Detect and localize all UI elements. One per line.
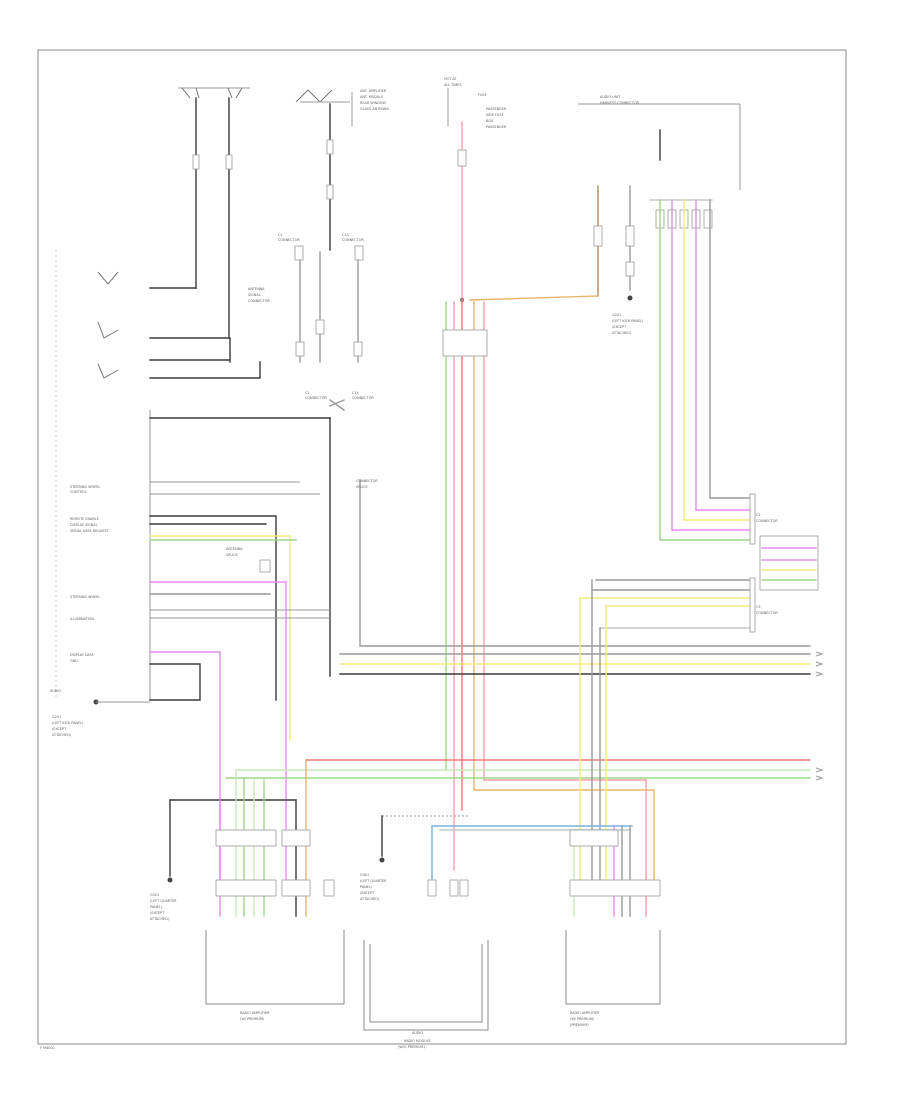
svg-text:AUDIO: AUDIO [412,1031,423,1035]
svg-text:HARNESS CONNECTOR: HARNESS CONNECTOR [600,101,640,105]
svg-text:G301: G301 [150,893,159,897]
svg-text:C14: C14 [352,391,359,395]
svg-text:RADIO AMPLIFIER: RADIO AMPLIFIER [570,1011,600,1015]
svg-text:(LEFT QUARTER: (LEFT QUARTER [360,879,387,883]
svg-text:ANT. AMPLIFIER: ANT. AMPLIFIER [360,89,387,93]
antenna-splitter: ANT. AMPLIFIER ANT. MODULE REAR WINDOW G… [295,89,389,251]
svg-text:(EXCEPT: (EXCEPT [52,727,67,731]
svg-text:C13: C13 [342,233,349,237]
svg-text:HOT AT: HOT AT [444,77,457,81]
svg-text:REAR WINDOW: REAR WINDOW [360,101,386,105]
svg-text:PASSENGER: PASSENGER [486,125,507,129]
svg-text:SPLICE: SPLICE [356,485,368,489]
svg-text:CONNECTOR: CONNECTOR [756,519,778,523]
inline-connectors-middle: C1 CONNECTOR C13 CONNECTOR ANTENNA SIGNA… [149,233,374,400]
svg-text:ATTACHED): ATTACHED) [150,917,170,921]
svg-text:PASSENGER: PASSENGER [486,107,507,111]
svg-text:ALL TIMES: ALL TIMES [444,83,461,87]
fuse-block: HOT AT ALL TIMES FUSE PASSENGER SIDE FUS… [444,77,507,301]
svg-text:CONNECTOR: CONNECTOR [305,396,327,400]
audio-unit-block: STEERING WHEEL CONTROL REMOTE ENABLE DIS… [50,399,811,881]
antenna-group-top-left [97,87,250,379]
svg-text:DISPLAY DATA: DISPLAY DATA [70,653,94,657]
svg-text:CONNECTOR: CONNECTOR [756,611,778,615]
svg-text:RADIO AMPLIFIER: RADIO AMPLIFIER [240,1011,270,1015]
left-amplifier: G301 (LEFT QUARTER PANEL) (EXCEPT ATTACH… [150,759,345,1021]
svg-text:C3: C3 [756,605,761,609]
svg-text:CONTROL: CONTROL [70,490,87,494]
right-amplifier: RADIO AMPLIFIER (W/ PREMIUM) (PREMIUM) [565,779,661,1027]
svg-text:ATTACHED): ATTACHED) [360,897,380,901]
svg-text:ILLUMINATION: ILLUMINATION [70,617,94,621]
svg-text:G201: G201 [612,313,621,317]
svg-text:(LEFT KICK PANEL): (LEFT KICK PANEL) [52,721,84,725]
ground-point-top-right: G201 (LEFT KICK PANEL) (EXCEPT ATTACHED) [593,185,644,335]
svg-text:CONNECTOR: CONNECTOR [248,299,270,303]
svg-text:RADIO MODULE: RADIO MODULE [404,1039,431,1043]
svg-text:C1: C1 [305,391,310,395]
audio-connector-top-right: AUDIO UNIT HARNESS CONNECTOR C1 CONNECTO… [578,95,778,545]
svg-text:SPLICE: SPLICE [226,553,238,557]
right-edge-terminals [815,651,824,781]
svg-text:(LEFT QUARTER: (LEFT QUARTER [150,899,177,903]
svg-text:C1: C1 [278,233,283,237]
sheet-reference: F M4000 [40,1046,55,1050]
svg-text:CONNECTOR: CONNECTOR [356,479,378,483]
svg-text:C1: C1 [756,513,761,517]
svg-text:GLASS ANTENNA: GLASS ANTENNA [360,107,389,111]
svg-text:(LEFT KICK PANEL): (LEFT KICK PANEL) [612,319,644,323]
svg-text:CONNECTOR: CONNECTOR [278,238,300,242]
power-splice [442,295,599,871]
svg-text:SERIAL DATA REQUEST: SERIAL DATA REQUEST [70,529,110,533]
svg-text:CONNECTOR: CONNECTOR [342,238,364,242]
svg-text:SIGNAL: SIGNAL [248,293,261,297]
svg-text:(EXCEPT: (EXCEPT [612,325,627,329]
svg-text:STEERING WHEEL: STEERING WHEEL [70,485,100,489]
svg-text:ANT. MODULE: ANT. MODULE [360,95,383,99]
svg-text:STEERING WHEEL: STEERING WHEEL [70,595,100,599]
svg-text:G201: G201 [52,715,61,719]
svg-text:(EXCEPT: (EXCEPT [150,911,165,915]
svg-text:ANTENNA: ANTENNA [226,547,243,551]
svg-text:FUSE: FUSE [478,93,487,97]
svg-text:AUDIO UNIT: AUDIO UNIT [600,95,621,99]
svg-text:CONNECTOR: CONNECTOR [352,396,374,400]
svg-text:PANEL): PANEL) [150,905,163,909]
svg-text:(W/ PREMIUM): (W/ PREMIUM) [570,1017,595,1021]
svg-text:(EXCEPT: (EXCEPT [360,891,375,895]
svg-text:(W/ PREMIUM): (W/ PREMIUM) [240,1017,265,1021]
svg-text:SIDE FUSE: SIDE FUSE [486,113,504,117]
svg-text:PANEL): PANEL) [360,885,373,889]
diagram-border [37,49,847,1045]
svg-text:G301: G301 [360,873,369,877]
svg-text:ATTACHED): ATTACHED) [52,733,72,737]
svg-text:ANTENNA: ANTENNA [248,287,265,291]
svg-text:ATTACHED): ATTACHED) [612,331,632,335]
svg-text:DISPLAY SIGNAL: DISPLAY SIGNAL [70,523,98,527]
svg-text:(PREMIUM): (PREMIUM) [570,1023,589,1027]
svg-text:(W/O PREMIUM): (W/O PREMIUM) [398,1045,425,1049]
svg-text:BOX: BOX [486,119,494,123]
right-harness-connector: C3 CONNECTOR [579,535,819,633]
svg-text:REMOTE ENABLE: REMOTE ENABLE [70,517,99,521]
svg-text:GND: GND [70,659,78,663]
